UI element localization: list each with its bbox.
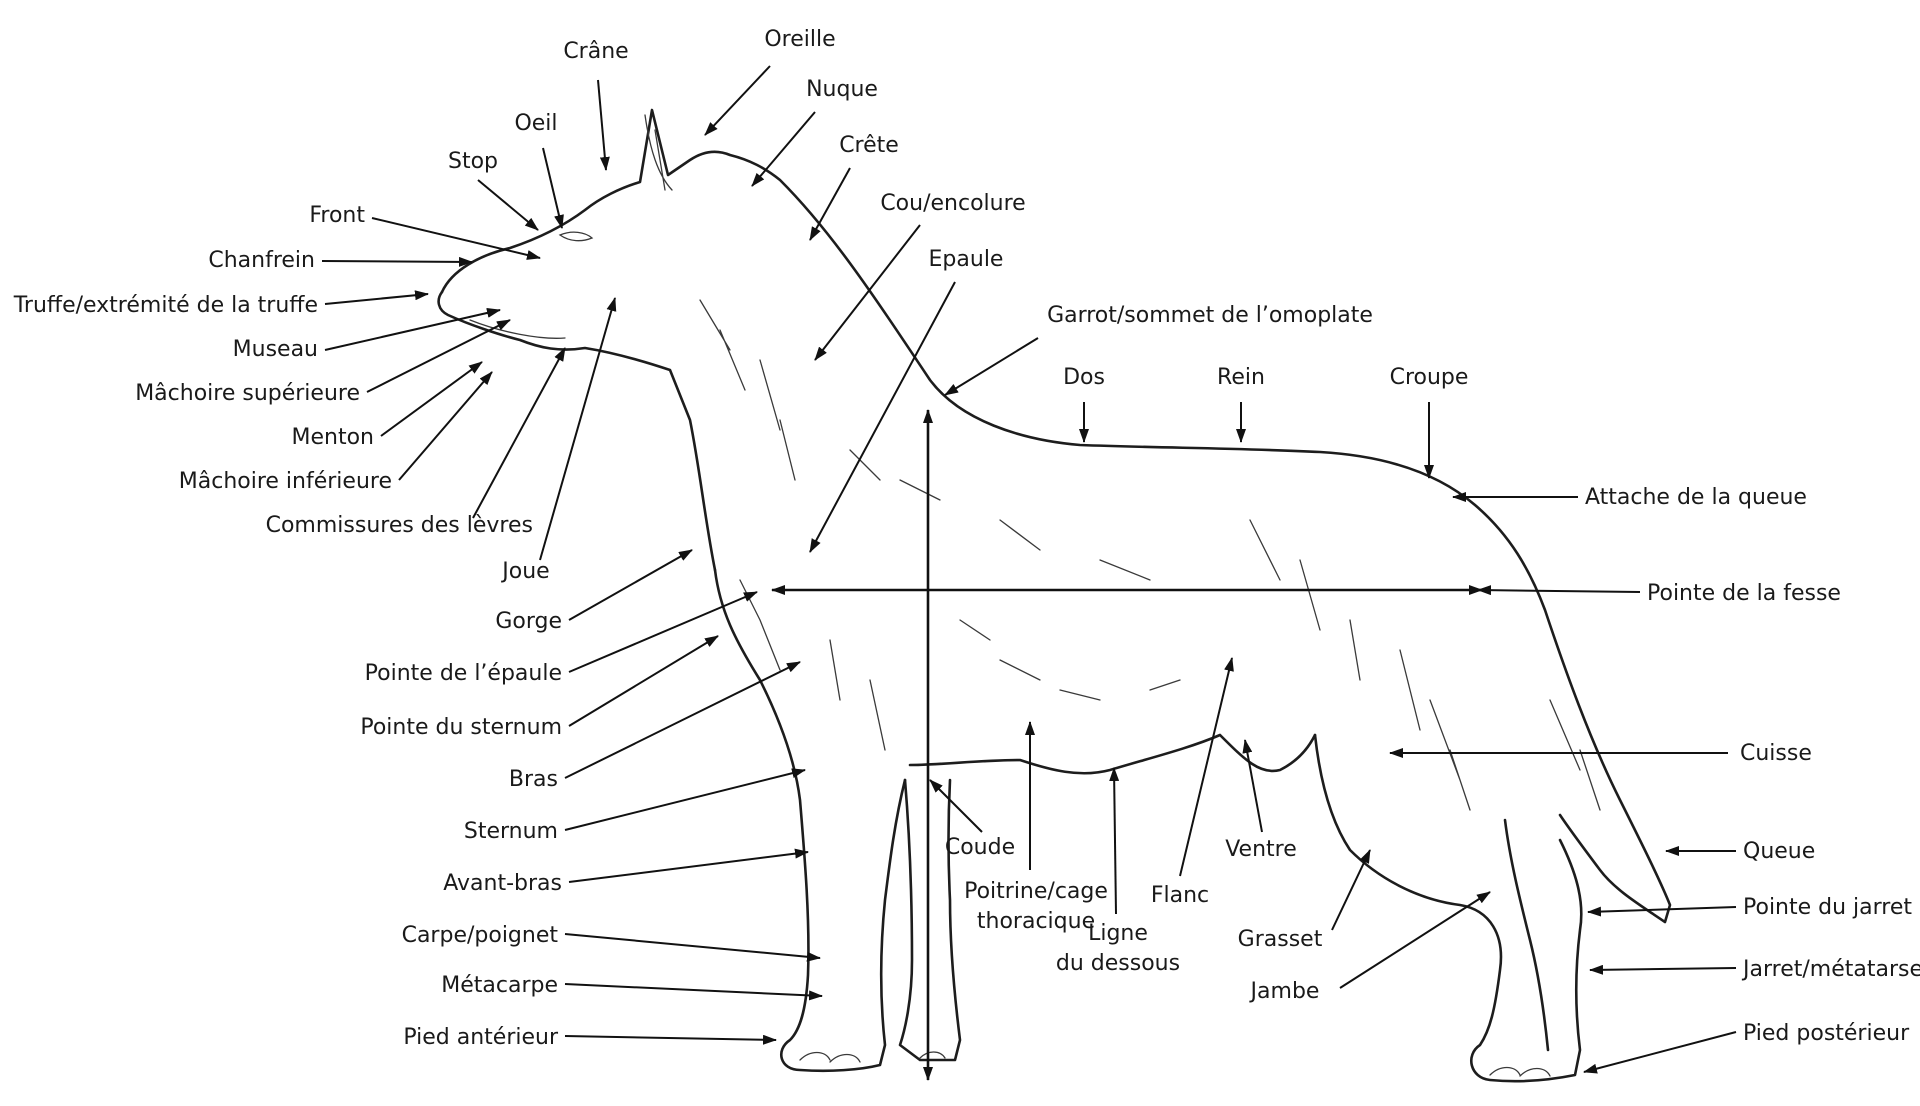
dog-illustration [437, 108, 1672, 1083]
arrow-oeil [542, 147, 564, 229]
label-stop: Stop [448, 149, 498, 174]
label-crane: Crâne [563, 39, 628, 64]
arrow-ligne-dessous [1109, 767, 1120, 915]
arrow-commissures [472, 347, 566, 519]
label-sternum: Sternum [464, 819, 558, 844]
arrow-nuque [751, 111, 816, 187]
arrow-carpe [564, 933, 821, 962]
label-pointe-jarret: Pointe du jarret [1743, 895, 1912, 920]
label-cuisse: Cuisse [1740, 741, 1812, 766]
arrow-metacarpe [564, 983, 823, 1001]
label-front: Front [309, 203, 365, 228]
label-pointe-fesse: Pointe de la fesse [1647, 581, 1841, 606]
arrow-sternum [564, 768, 806, 831]
label-oeil: Oeil [514, 111, 557, 136]
label-gorge: Gorge [495, 609, 562, 634]
label-jarret: Jarret/métatarse [1741, 957, 1920, 982]
arrow-crane [597, 79, 610, 171]
label-arrows [321, 65, 1737, 1074]
arrow-garrot [944, 337, 1039, 396]
arrow-pied-ant [564, 1034, 777, 1045]
arrow-pointe-fesse [1477, 585, 1641, 596]
label-flanc: Flanc [1151, 883, 1209, 908]
label-rein: Rein [1217, 365, 1265, 390]
label-menton: Menton [292, 425, 375, 450]
label-pointe-sternum: Pointe du sternum [360, 715, 562, 740]
arrow-chanfrein [321, 256, 473, 267]
body-measurement-lines [771, 409, 1483, 1081]
label-epaule: Epaule [929, 247, 1004, 272]
label-chanfrein: Chanfrein [208, 248, 315, 273]
label-metacarpe: Métacarpe [441, 973, 558, 998]
label-crete: Crête [839, 133, 899, 158]
arrow-truffe [324, 290, 429, 305]
arrow-pointe-sternum [568, 635, 719, 727]
label-garrot: Garrot/sommet de l’omoplate [1047, 303, 1373, 328]
arrow-museau [324, 308, 501, 351]
label-truffe: Truffe/extrémité de la truffe [13, 293, 318, 318]
arrow-bras [564, 661, 801, 779]
label-bras: Bras [509, 767, 558, 792]
arrow-grasset [1331, 849, 1371, 931]
arrow-pointe-epaule [568, 591, 758, 673]
arrow-pointe-jarret [1587, 906, 1737, 917]
label-pied-ant: Pied antérieur [403, 1025, 559, 1050]
arrow-jambe [1339, 891, 1491, 989]
label-avant-bras: Avant-bras [443, 871, 562, 896]
label-dos: Dos [1063, 365, 1105, 390]
arrow-stop [477, 179, 539, 231]
label-pointe-epaule: Pointe de l’épaule [365, 661, 562, 686]
arrow-flanc [1179, 657, 1234, 877]
label-cou: Cou/encolure [880, 191, 1025, 216]
arrow-jarret [1589, 964, 1737, 975]
arrow-front [371, 217, 541, 260]
arrow-coude [929, 779, 983, 833]
label-attache-queue: Attache de la queue [1585, 485, 1807, 510]
arrow-cou [814, 224, 921, 361]
arrow-machoire-sup [366, 319, 511, 393]
label-joue: Joue [500, 559, 549, 584]
label-museau: Museau [233, 337, 318, 362]
label-machoire-sup: Mâchoire supérieure [135, 381, 360, 406]
label-pied-post: Pied postérieur [1743, 1021, 1910, 1046]
label-grasset: Grasset [1238, 927, 1323, 952]
label-nuque: Nuque [806, 77, 878, 102]
arrow-machoire-inf [398, 371, 493, 481]
arrow-pied-post [1583, 1031, 1737, 1074]
arrow-crete [809, 167, 851, 241]
arrow-epaule [809, 281, 956, 553]
arrow-avant-bras [568, 848, 809, 883]
label-queue: Queue [1743, 839, 1815, 864]
label-machoire-inf: Mâchoire inférieure [179, 469, 392, 494]
label-coude: Coude [945, 835, 1015, 860]
label-oreille: Oreille [764, 27, 835, 52]
label-commissures: Commissures des lèvres [266, 513, 533, 538]
label-carpe: Carpe/poignet [402, 923, 559, 948]
arrow-oreille [704, 65, 771, 136]
arrow-gorge [568, 549, 693, 621]
arrow-joue [539, 297, 617, 561]
label-croupe: Croupe [1390, 365, 1469, 390]
arrow-ventre [1242, 739, 1263, 833]
label-jambe: Jambe [1249, 979, 1320, 1004]
arrow-menton [380, 361, 483, 437]
label-ventre: Ventre [1225, 837, 1297, 862]
